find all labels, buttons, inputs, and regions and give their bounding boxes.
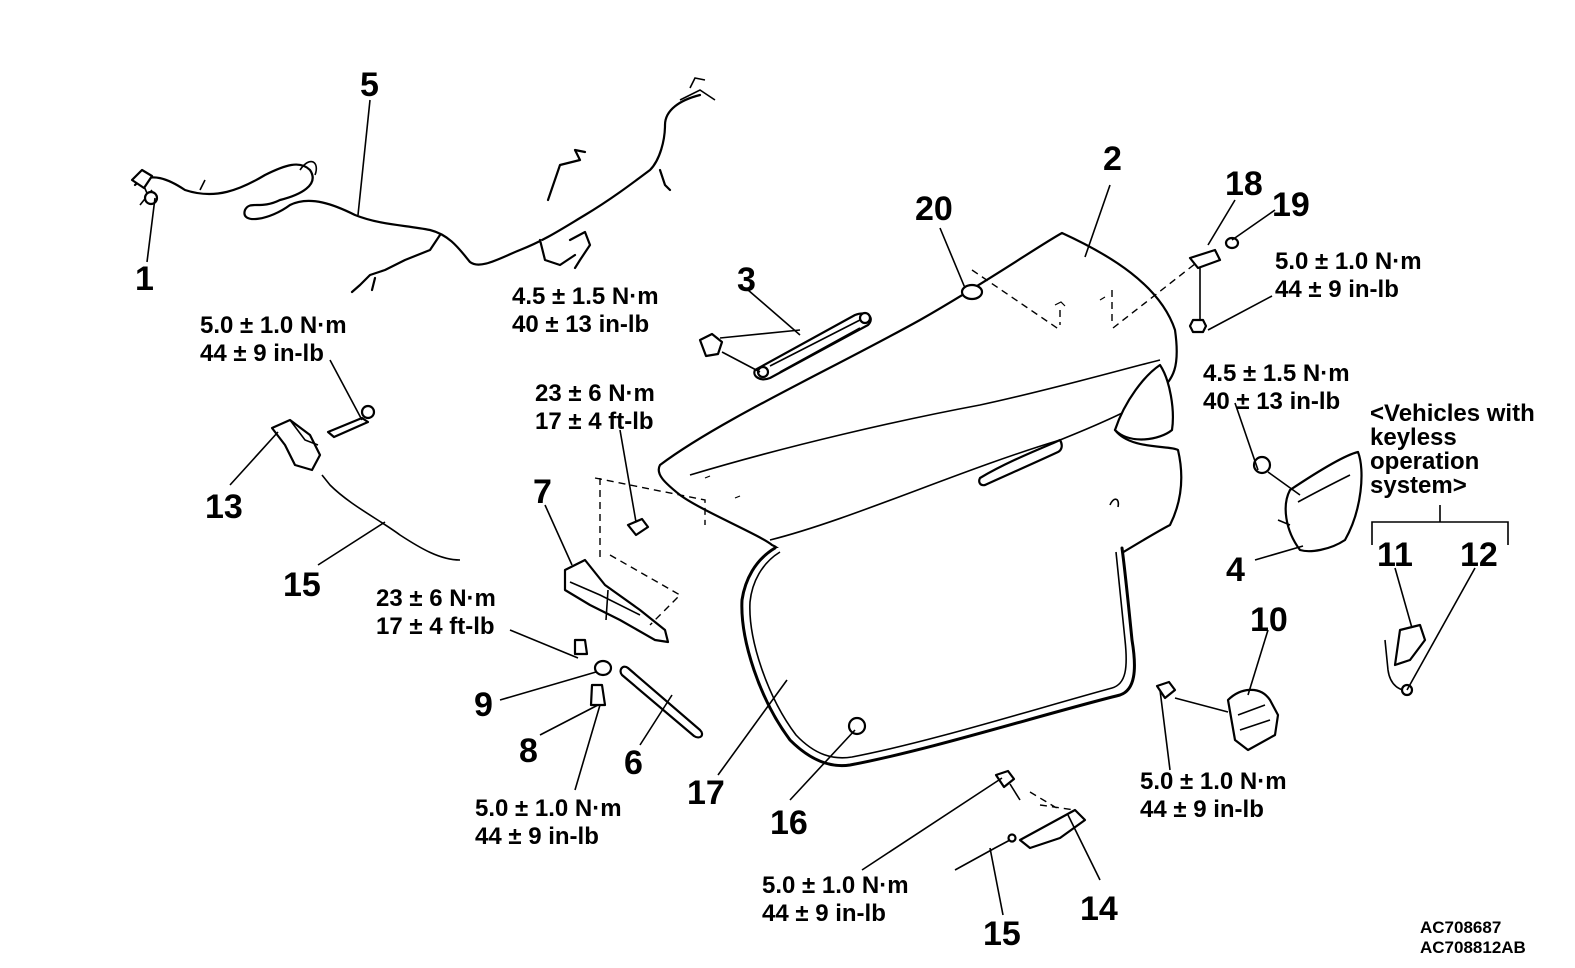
lock-actuator-13	[270, 404, 461, 561]
callout-11: 11	[1377, 536, 1413, 574]
keyless-note: <Vehicles with keyless operation system>	[1370, 402, 1535, 498]
keyless-handle-4	[1252, 450, 1363, 553]
torque-imperial: 40 ± 13 in-lb	[512, 311, 650, 338]
note-line: keyless	[1370, 424, 1457, 451]
torque-imperial: 17 ± 4 ft-lb	[376, 613, 495, 640]
weatherstrip	[740, 546, 1136, 768]
torque-spec-19: 5.0 ± 1.0 N·m 44 ± 9 in-lb	[1275, 248, 1422, 304]
torque-metric: 5.0 ± 1.0 N·m	[200, 312, 347, 339]
callout-3: 3	[737, 261, 756, 299]
grommet-16	[847, 716, 867, 736]
torque-metric: 23 ± 6 N·m	[535, 380, 655, 407]
note-line: operation	[1370, 448, 1480, 475]
torque-imperial: 44 ± 9 in-lb	[762, 900, 886, 927]
callout-5: 5	[360, 66, 379, 104]
latch-cable-14-15	[954, 769, 1087, 871]
torque-metric: 4.5 ± 1.5 N·m	[512, 283, 659, 310]
torque-spec-7-bottom: 23 ± 6 N·m 17 ± 4 ft-lb	[376, 585, 496, 641]
torque-spec-8: 5.0 ± 1.0 N·m 44 ± 9 in-lb	[475, 795, 622, 851]
note-line: system>	[1370, 472, 1467, 499]
callout-4: 4	[1226, 551, 1245, 589]
torque-metric: 5.0 ± 1.0 N·m	[475, 795, 622, 822]
hinge-assembly	[563, 477, 706, 739]
torque-spec-10: 5.0 ± 1.0 N·m 44 ± 9 in-lb	[1140, 768, 1287, 824]
latch-10	[1155, 680, 1280, 752]
keyless-antenna-11-12	[1371, 505, 1509, 697]
torque-imperial: 44 ± 9 in-lb	[1140, 796, 1264, 823]
hardware-20-18-19	[960, 236, 1240, 334]
callout-8: 8	[519, 732, 538, 770]
torque-metric: 4.5 ± 1.5 N·m	[1203, 360, 1350, 387]
torque-metric: 5.0 ± 1.0 N·m	[1275, 248, 1422, 275]
torque-metric: 5.0 ± 1.0 N·m	[762, 872, 909, 899]
wiring-harness	[130, 77, 716, 294]
callout-17: 17	[687, 774, 725, 812]
stop-lamp	[698, 311, 872, 381]
callout-18: 18	[1225, 165, 1263, 203]
note-line: <Vehicles with	[1370, 400, 1535, 427]
torque-imperial: 44 ± 9 in-lb	[1275, 276, 1399, 303]
figure-code: AC708812AB	[1420, 938, 1526, 957]
torque-metric: 5.0 ± 1.0 N·m	[1140, 768, 1287, 795]
torque-imperial: 44 ± 9 in-lb	[200, 340, 324, 367]
figure-code: AC708687	[1420, 918, 1502, 937]
torque-metric: 23 ± 6 N·m	[376, 585, 496, 612]
torque-spec-13: 5.0 ± 1.0 N·m 44 ± 9 in-lb	[200, 312, 347, 368]
callout-1: 1	[135, 260, 154, 298]
figure-codes: AC708687 AC708812AB	[1420, 918, 1526, 958]
callout-10: 10	[1250, 601, 1288, 639]
callout-16: 16	[770, 804, 808, 842]
callout-12: 12	[1460, 536, 1498, 574]
callout-2: 2	[1103, 140, 1122, 178]
callout-19: 19	[1272, 186, 1310, 224]
torque-spec-14: 5.0 ± 1.0 N·m 44 ± 9 in-lb	[762, 872, 909, 928]
callout-6: 6	[624, 744, 643, 782]
torque-imperial: 44 ± 9 in-lb	[475, 823, 599, 850]
callout-13: 13	[205, 488, 243, 526]
callout-15-bottom: 15	[983, 915, 1021, 953]
leader-lines	[146, 99, 1476, 916]
torque-spec-4: 4.5 ± 1.5 N·m 40 ± 13 in-lb	[1203, 360, 1350, 416]
callout-15-left: 15	[283, 566, 321, 604]
torque-imperial: 40 ± 13 in-lb	[1203, 388, 1341, 415]
callout-20: 20	[915, 190, 953, 228]
torque-imperial: 17 ± 4 ft-lb	[535, 408, 654, 435]
torque-spec-3: 4.5 ± 1.5 N·m 40 ± 13 in-lb	[512, 283, 659, 339]
callout-9: 9	[474, 686, 493, 724]
callout-7: 7	[533, 473, 552, 511]
torque-spec-7-top: 23 ± 6 N·m 17 ± 4 ft-lb	[535, 380, 655, 436]
callout-14: 14	[1080, 890, 1118, 928]
